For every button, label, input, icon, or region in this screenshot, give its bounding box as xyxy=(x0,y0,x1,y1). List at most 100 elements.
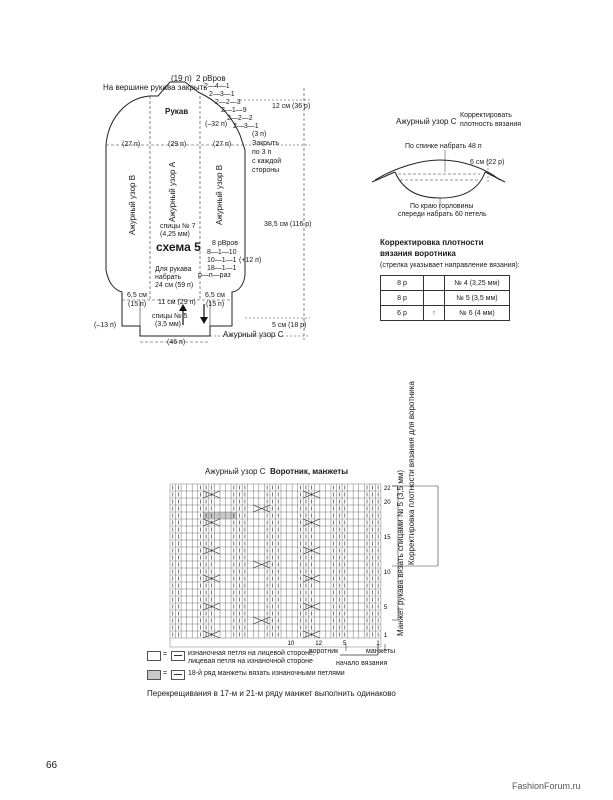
cable-cross xyxy=(253,504,271,513)
pnp: р—п—раз xyxy=(198,272,231,279)
collar-pattern-c: Ажурный узор С xyxy=(396,117,457,126)
corr-arrow-up-icon: ↑ xyxy=(423,305,445,321)
cuff-st-l: (15 п) xyxy=(128,301,147,308)
needles7: спицы № 7 xyxy=(160,223,196,230)
left27: (27 п) xyxy=(122,141,141,148)
cable-cross xyxy=(203,574,221,583)
rows8: 8 рВров xyxy=(212,240,238,247)
corr-title2: вязания воротника xyxy=(380,249,456,258)
needles5mm: (3,5 мм) xyxy=(155,321,181,328)
close-by3: с каждой xyxy=(252,158,282,165)
dim-top: 12 см (36 р) xyxy=(272,103,311,110)
row-number: 1 xyxy=(384,633,388,639)
legend-eq-1: = xyxy=(163,651,168,658)
table-row: 6 р ↑ № 6 (4 мм) xyxy=(380,305,510,321)
col-number: 1 xyxy=(376,641,380,647)
collar-height: 6 см (22 р) xyxy=(470,159,505,166)
corr-note: (стрелка указывает направление вязания): xyxy=(380,262,520,269)
inc-1: 10—1—1 xyxy=(207,257,237,264)
cable-cross xyxy=(203,602,221,611)
cable-cross xyxy=(203,546,221,555)
grey-cell xyxy=(225,512,232,519)
cuff-mid: 11 см (29 п) xyxy=(158,299,196,306)
cast-on2: набрать xyxy=(155,274,182,281)
close-by: Закрыть xyxy=(252,140,279,147)
cuff-h-r: 6,5 см xyxy=(205,292,225,299)
cable-cross xyxy=(303,574,320,583)
minus13: (–13 п) xyxy=(94,322,117,329)
seq-4: 2—2—2 xyxy=(227,115,253,122)
cable-cross xyxy=(303,518,320,527)
cable-cross xyxy=(303,602,320,611)
dim-mid: 38,5 см (116 р) xyxy=(264,221,312,228)
seq-6: (3 п) xyxy=(252,131,267,138)
cuff-st-r: (15 п) xyxy=(206,301,225,308)
col-number: 10 xyxy=(288,641,295,647)
cable-cross xyxy=(253,616,271,625)
collar-lbl: воротник xyxy=(309,648,339,655)
legend2: 18-й ряд манжеты вязать изнаночными петл… xyxy=(188,670,345,677)
pattern-c-sleeve: Ажурный узор С xyxy=(223,330,284,339)
cable-cross xyxy=(303,546,320,555)
sleeve-top-count: (19 п) xyxy=(171,74,192,83)
legend1b: лицевая петля на изнаночной стороне xyxy=(188,658,313,665)
close-by4: стороны xyxy=(252,167,280,174)
collar-front2: спереди набрать 60 петель xyxy=(398,211,487,218)
legend-dash-cell2 xyxy=(171,670,185,680)
collar-adjust2: плотность вязания xyxy=(460,121,522,128)
seq-1: 2—3—1 xyxy=(209,91,235,98)
minus32: (–32 п) xyxy=(205,121,228,128)
side-left: Манжет рукава вязать спицами № 5 (3,5 мм… xyxy=(396,469,405,636)
table-row: 8 р № 4 (3,25 мм) xyxy=(380,275,510,291)
cable-cross xyxy=(303,490,320,499)
cable-cross xyxy=(253,560,271,569)
scheme-label: схема 5 xyxy=(156,240,201,254)
correction-table: 8 р № 4 (3,25 мм) 8 р № 5 (3,5 мм) 6 р ↑… xyxy=(380,275,510,321)
seq-0: 2—4—1 xyxy=(204,83,230,90)
row-number: 10 xyxy=(384,570,391,576)
legend1a: изнаночная петля на лицевой стороне, xyxy=(188,650,315,657)
page-number: 66 xyxy=(46,760,58,771)
cast-on3: 24 см (59 п) xyxy=(155,282,194,289)
cable-cross xyxy=(303,630,320,639)
corr-n-2: № 6 (4 мм) xyxy=(444,305,510,321)
seq-2: 2—2—3 xyxy=(215,99,241,106)
seq-3: 2—1—9 xyxy=(221,107,247,114)
collar-back: По спинке набрать 48 п xyxy=(405,143,482,150)
row-number: 5 xyxy=(384,605,388,611)
right27: (27 п) xyxy=(213,141,232,148)
row-number: 20 xyxy=(384,500,391,506)
cable-cross xyxy=(203,630,221,639)
row-number: 22 xyxy=(384,486,391,492)
inc-0: 8—1—10 xyxy=(207,249,237,256)
legend-swatch-grey xyxy=(147,670,161,680)
corr-title1: Корректировка плотности xyxy=(380,238,484,247)
sleeve-title: Рукав xyxy=(165,107,189,116)
grey-cell xyxy=(219,512,226,519)
mid29: (29 п) xyxy=(168,141,187,148)
corr-r-2: 6 р xyxy=(380,305,424,321)
inc-2: 18—1—1 xyxy=(207,265,237,272)
seq-5: 2—3—1 xyxy=(233,123,259,130)
watermark: FashionForum.ru xyxy=(512,781,581,791)
start-lbl: начало вязания xyxy=(336,660,388,667)
collar-front1: По краю горловины xyxy=(410,203,474,210)
legend-dash-cell xyxy=(171,651,185,661)
cuff-h-l: 6,5 см xyxy=(127,292,147,299)
close-by2: по 3 п xyxy=(252,149,272,156)
needles7mm: (4,25 мм) xyxy=(160,231,190,238)
legend-eq-2: = xyxy=(163,670,168,677)
side-right: Корректировка плотности вязания для воро… xyxy=(407,381,416,565)
cuff-lbl: манжеты xyxy=(366,648,396,655)
col-number: 5 xyxy=(343,641,347,647)
bottom46: (46 п) xyxy=(167,339,186,346)
chart-note: Перекрещивания в 17-м и 21-м ряду манжет… xyxy=(147,689,396,698)
cable-cross xyxy=(203,490,221,499)
collar-adjust1: Корректировать xyxy=(460,112,512,119)
plus12: (+12 п) xyxy=(239,257,262,264)
cast-on1: Для рукава xyxy=(155,266,192,273)
row-number: 15 xyxy=(384,535,391,541)
grey-cell xyxy=(214,512,220,519)
cable-cross xyxy=(203,518,221,527)
